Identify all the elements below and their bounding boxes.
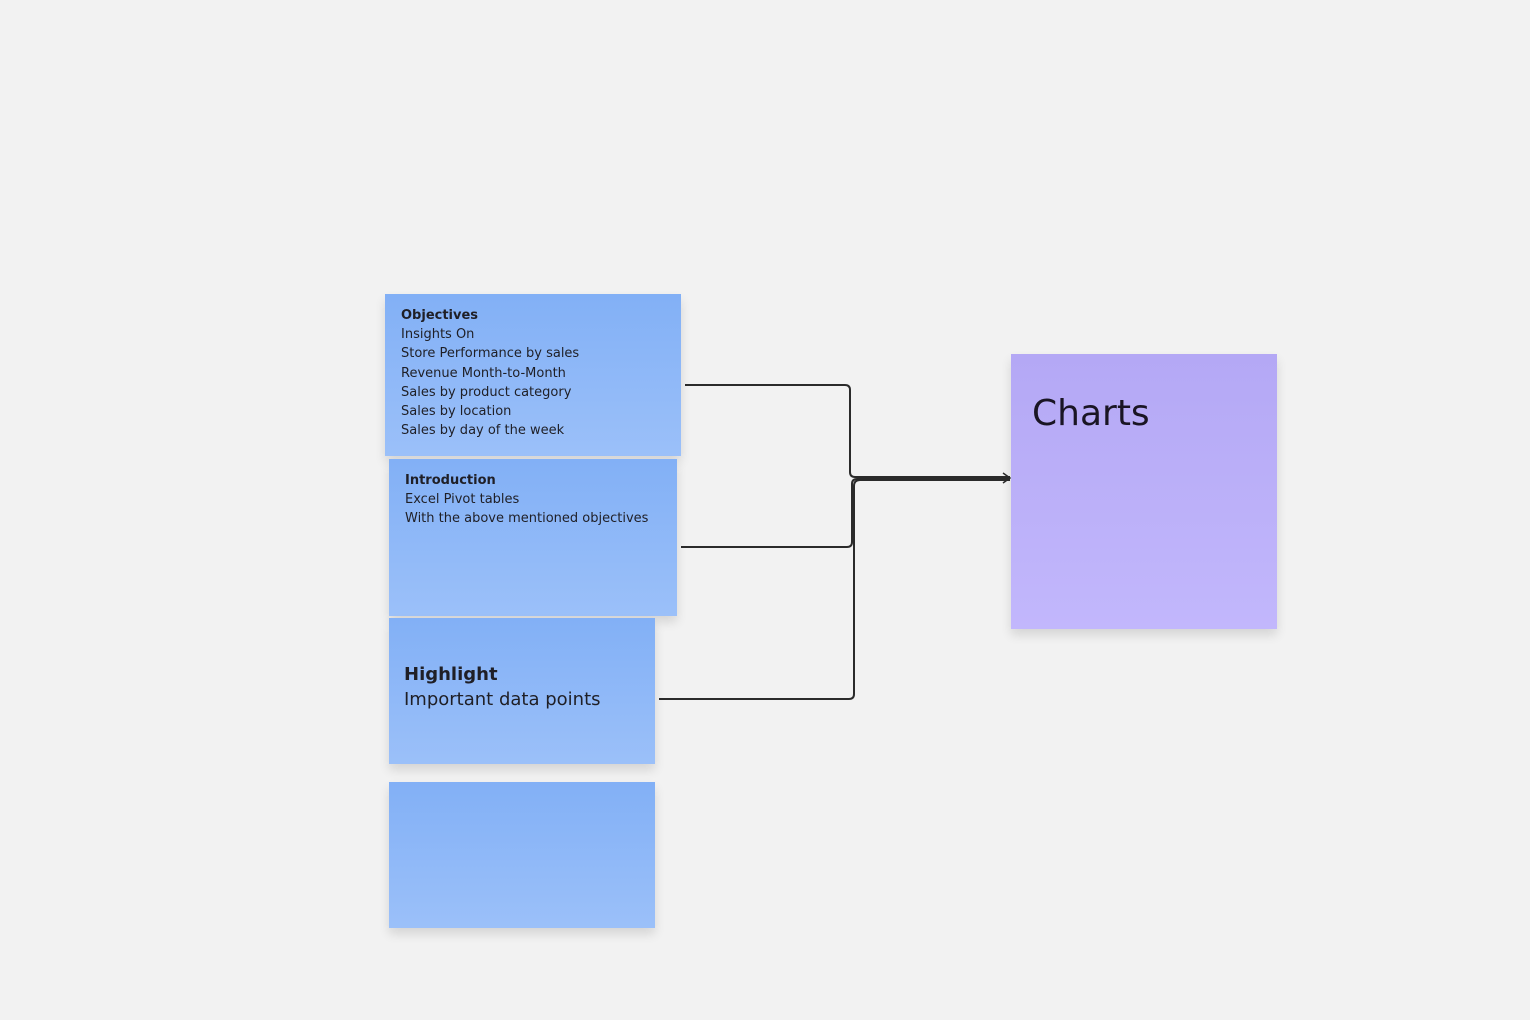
note-text: Important data points (404, 689, 601, 710)
note-title: Charts (1032, 393, 1150, 434)
sticky-note-objectives[interactable]: Objectives Insights On Store Performance… (385, 294, 681, 456)
connector-arrowhead (1002, 472, 1012, 484)
sticky-note-highlight[interactable]: Highlight Important data points (389, 618, 655, 764)
sticky-note-introduction[interactable]: Introduction Excel Pivot tables With the… (389, 459, 677, 616)
connector-introduction-to-charts[interactable] (681, 478, 1010, 548)
sticky-note-empty[interactable] (389, 782, 655, 928)
connector-highlight-to-charts[interactable] (659, 479, 1010, 700)
connector-objectives-to-charts[interactable] (685, 384, 1010, 478)
sticky-note-charts[interactable]: Charts (1011, 354, 1277, 629)
note-line: Store Performance by sales (401, 346, 580, 362)
note-title: Objectives (401, 308, 479, 323)
note-line: Excel Pivot tables (405, 492, 520, 508)
note-line: Sales by day of the week (401, 423, 565, 439)
note-line: Sales by product category (401, 384, 572, 400)
note-line: Insights On (401, 327, 475, 343)
note-line: With the above mentioned objectives (405, 511, 649, 527)
note-line: Revenue Month-to-Month (401, 365, 566, 381)
note-title: Introduction (405, 473, 496, 488)
note-line: Sales by location (401, 404, 512, 420)
note-title: Highlight (404, 664, 498, 685)
